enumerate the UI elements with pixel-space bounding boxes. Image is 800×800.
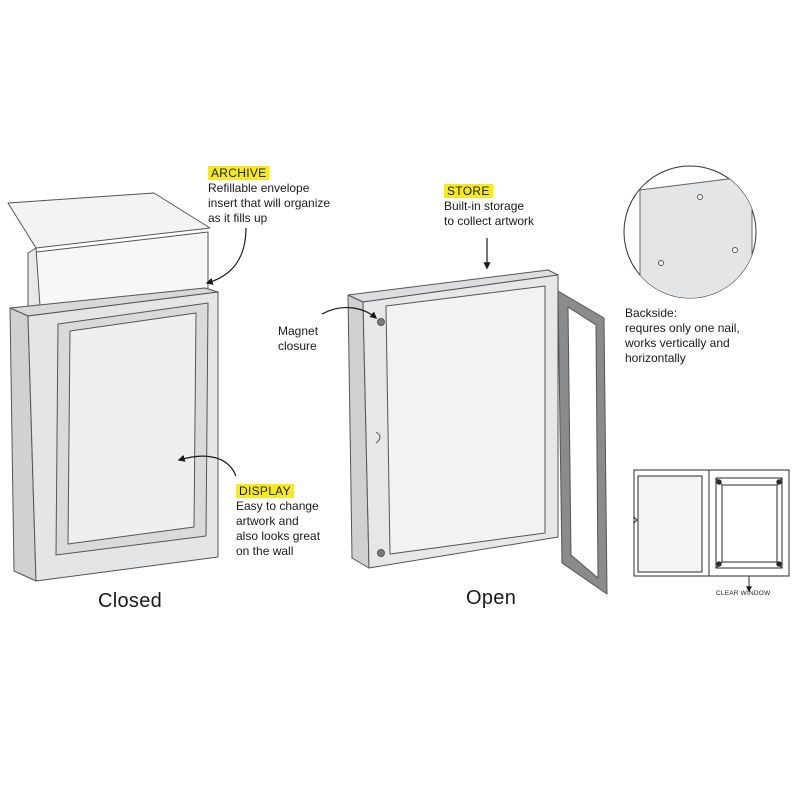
clear-window-inset (633, 469, 790, 593)
store-tag: STORE (444, 184, 493, 198)
store-description: Built-in storage to collect artwork (444, 199, 535, 228)
nail-hole-icon (658, 260, 664, 266)
closed-box-illustration (7, 192, 219, 582)
magnet-bottom (377, 549, 385, 557)
nail-hole-icon (697, 194, 703, 200)
open-caption: Open (466, 587, 517, 609)
magnet-top (377, 318, 385, 326)
archive-callout: ARCHIVE Refillable envelope insert that … (208, 166, 330, 226)
archive-arrow (205, 227, 247, 285)
display-tag: DISPLAY (236, 484, 294, 498)
envelope-flap (7, 192, 211, 249)
finger-notch (375, 431, 381, 444)
open-box-illustration (347, 269, 608, 595)
magnet-arrow (321, 307, 378, 319)
clear-window-label: CLEAR WINDOW (716, 590, 771, 597)
backside-detail (623, 165, 757, 299)
display-callout: DISPLAY Easy to change artwork and also … (236, 484, 320, 559)
magnet-description: Magnet closure (278, 324, 319, 353)
door-clear-window (567, 306, 599, 579)
nail-hole-icon (732, 247, 738, 253)
archive-tag: ARCHIVE (208, 166, 270, 180)
magnet-callout: Magnet closure (278, 324, 318, 354)
archive-description: Refillable envelope insert that will org… (208, 181, 331, 225)
closed-caption: Closed (98, 590, 163, 612)
store-callout: STORE Built-in storage to collect artwor… (444, 184, 534, 229)
display-arrow (177, 454, 237, 477)
storage-panel (385, 285, 546, 555)
backside-callout: Backside: requres only one nail, works v… (625, 306, 740, 366)
display-description: Easy to change artwork and also looks gr… (236, 499, 321, 558)
backside-description: Backside: requres only one nail, works v… (625, 306, 740, 365)
display-window (67, 312, 197, 545)
